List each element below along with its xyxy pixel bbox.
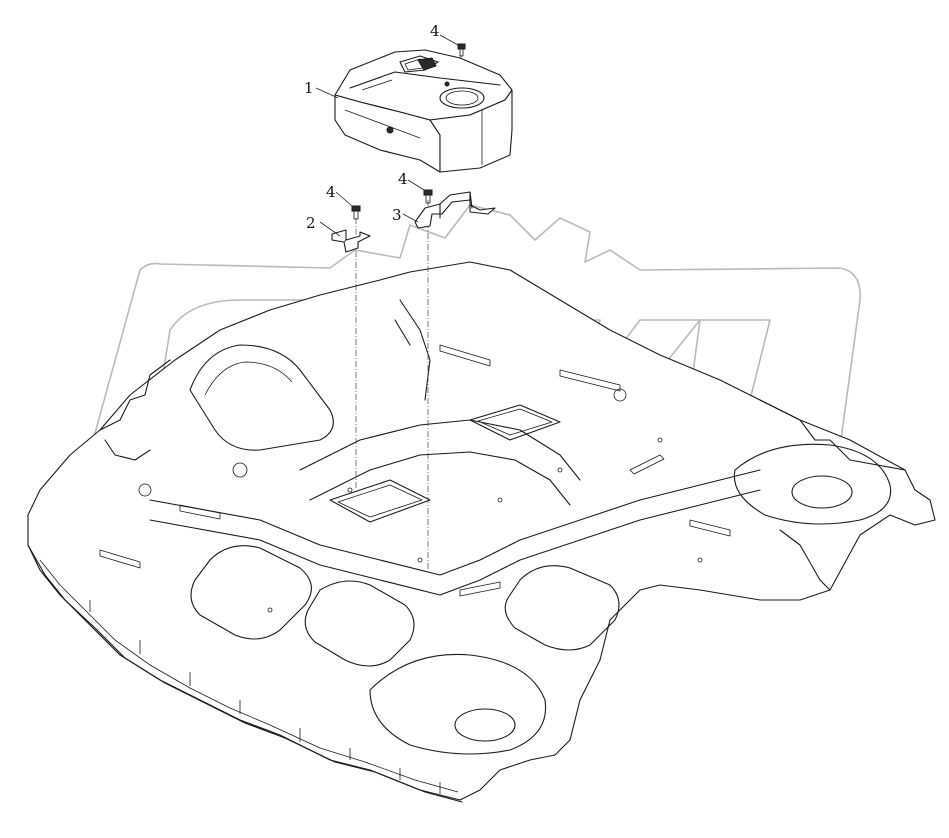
callout-label: 3 [392, 206, 402, 224]
bolt-icon-right [423, 189, 433, 204]
bolt-icon-left [351, 205, 361, 220]
callout-label: 4 [398, 170, 408, 188]
bracket-right-icon [414, 191, 496, 229]
callout-label: 1 [304, 79, 314, 97]
callout-label: 2 [306, 214, 316, 232]
callout-label: 4 [326, 183, 336, 201]
callout-label: 4 [430, 22, 440, 40]
bolt-icon-top [457, 43, 466, 57]
floor-panel-icon [27, 261, 936, 803]
leader-lines [315, 34, 459, 237]
bracket-left-icon [331, 229, 371, 253]
console-cover-icon [334, 49, 513, 173]
